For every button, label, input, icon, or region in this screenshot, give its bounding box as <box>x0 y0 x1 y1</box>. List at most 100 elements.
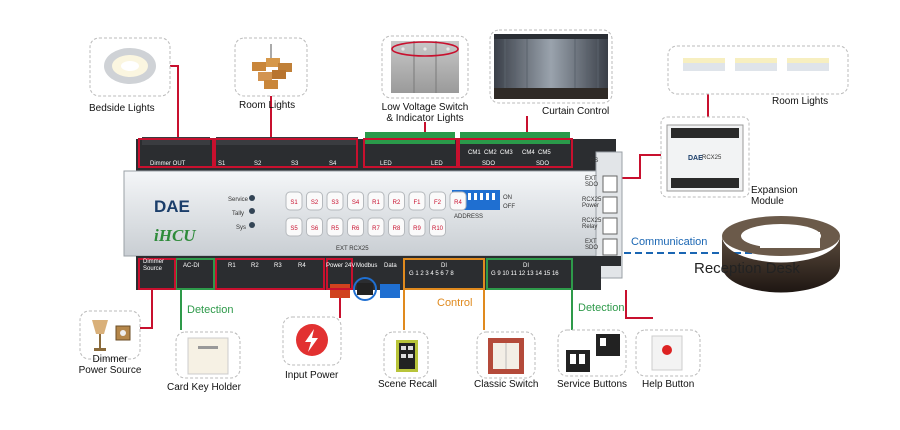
di-b-numbers: G 9 10 11 12 13 14 15 16 <box>491 271 559 277</box>
card-key-holder-image <box>187 337 229 375</box>
ext-rcx25-label: EXT RCX25 <box>336 246 369 252</box>
ac-di-label: AC-DI <box>183 263 200 269</box>
service-buttons-image <box>566 334 620 372</box>
device-brand: DAE <box>154 197 190 216</box>
keypad-button-r5[interactable]: R5 <box>326 217 344 237</box>
cm5-label: CM5 <box>538 150 551 156</box>
service-buttons-label: Service Buttons <box>557 379 628 390</box>
dimmer-out-label: Dimmer OUT <box>150 161 186 167</box>
help-button-label: Help Button <box>642 379 695 390</box>
classic-switch-label: Classic Switch <box>474 379 539 390</box>
keypad-button-label: S2 <box>311 200 319 206</box>
cm1-label: CM1 <box>468 150 481 156</box>
scene-recall-image <box>396 340 418 372</box>
led-b-label: LED <box>431 161 443 167</box>
expansion-model: RCX25 <box>702 155 722 161</box>
curtain-image <box>494 34 608 99</box>
help-button-image <box>651 335 683 371</box>
keypad-button-s6[interactable]: S6 <box>306 217 323 237</box>
keypad-button-label: F2 <box>434 200 442 206</box>
cm4-label: CM4 <box>522 150 535 156</box>
line-service-help <box>625 290 653 319</box>
s3-terminal-label: S3 <box>291 161 299 167</box>
keypad-button-label: F1 <box>413 200 421 206</box>
keypad-button-label: R4 <box>454 200 462 206</box>
sdo-b-label: SDO <box>536 161 550 167</box>
keypad-button-s3[interactable]: S3 <box>326 191 344 211</box>
keypad-button-r1[interactable]: R1 <box>367 191 385 211</box>
modbus-label: Modbus <box>356 263 378 269</box>
di-b-label: DI <box>523 263 529 269</box>
power-icon-image <box>296 324 328 356</box>
keypad-button-s2[interactable]: S2 <box>306 191 323 211</box>
keypad-button-r8[interactable]: R8 <box>388 217 405 237</box>
r2-terminal-label: R2 <box>251 263 259 269</box>
port-rcx25-power-label: RCX25 Power <box>582 197 602 209</box>
keypad-button-r7[interactable]: R7 <box>367 217 385 237</box>
detection-right-label: Detection <box>578 302 625 314</box>
keypad-button-r10[interactable]: R10 <box>429 217 446 237</box>
module-label: Module <box>751 196 784 207</box>
keypad-button-label: R2 <box>393 200 401 206</box>
card-dimmer <box>79 310 141 360</box>
sdo-a-label: SDO <box>482 161 496 167</box>
low-voltage-switch-label: Low Voltage Switch <box>381 102 469 113</box>
s1-terminal-label: S1 <box>218 161 226 167</box>
service-indicator-label: Service <box>228 197 249 203</box>
line-expansion <box>617 154 665 179</box>
bedside-lights-label: Bedside Lights <box>89 103 155 114</box>
port-ext-sdo-1-label: EXT SDO <box>585 176 599 188</box>
keypad-button-label: R5 <box>331 226 339 232</box>
keypad-button-label: R1 <box>372 200 380 206</box>
port-rcx25-relay-label: RCX25 Relay <box>582 218 602 230</box>
line-bedside <box>170 65 179 139</box>
line-dimmer-power <box>140 275 153 329</box>
s4-terminal-label: S4 <box>329 161 337 167</box>
keypad-button-s5[interactable]: S5 <box>285 217 303 237</box>
keypad-button-label: S4 <box>352 200 360 206</box>
chandelier-image <box>252 44 292 89</box>
port-ext-sdo-2-label: EXT SDO <box>585 239 599 251</box>
di-a-numbers: G 1 2 3 4 5 6 7 8 <box>409 271 454 277</box>
keypad-button-r2[interactable]: R2 <box>388 191 405 211</box>
cm2-label: CM2 <box>484 150 497 156</box>
dip-off-label: OFF <box>503 204 515 210</box>
keypad-button-f2[interactable]: F2 <box>429 191 446 211</box>
keypad-button-label: R10 <box>432 226 444 232</box>
room-lights-label: Room Lights <box>239 100 296 111</box>
r3-terminal-label: R3 <box>274 263 282 269</box>
bedside-light-image <box>104 48 156 84</box>
card-key-holder-label: Card Key Holder <box>167 382 241 393</box>
device-model: iHCU <box>154 226 196 245</box>
power-source-label: Power Source <box>78 365 142 376</box>
room-lights-right-image <box>683 58 829 71</box>
keypad-button-s4[interactable]: S4 <box>347 191 364 211</box>
keypad-button-s1[interactable]: S1 <box>285 191 303 211</box>
keypad-button-r9[interactable]: R9 <box>408 217 426 237</box>
ihcu-device <box>123 132 623 301</box>
svg-text:DAE: DAE <box>688 155 703 162</box>
led-a-label: LED <box>380 161 392 167</box>
r4-terminal-label: R4 <box>298 263 306 269</box>
power-24v-label: Power 24V <box>326 263 356 269</box>
dip-address-label: ADDRESS <box>454 214 484 220</box>
room-lights-right-label: Room Lights <box>772 96 829 107</box>
dimmer-label: Dimmer <box>92 354 128 365</box>
sys-indicator-label: Sys <box>236 225 247 231</box>
expansion-module: DAE <box>660 116 750 198</box>
data-label: Data <box>384 263 397 269</box>
keypad-button-r6[interactable]: R6 <box>347 217 364 237</box>
s2-terminal-label: S2 <box>254 161 262 167</box>
dimmer-image <box>92 320 131 351</box>
keypad-button-label: S5 <box>290 226 298 232</box>
communication-label: Communication <box>631 236 708 248</box>
keypad-button-f1[interactable]: F1 <box>408 191 426 211</box>
keypad-button-r4[interactable]: R4 <box>449 191 467 211</box>
keypad-button-label: S1 <box>290 200 298 206</box>
keypad-button-label: R7 <box>372 226 380 232</box>
keypad-button-label: S6 <box>311 226 319 232</box>
keypad-button-label: R6 <box>352 226 360 232</box>
di-a-label: DI <box>441 263 447 269</box>
input-power-label: Input Power <box>285 370 339 381</box>
reception-desk-label: Reception Desk <box>694 260 800 277</box>
